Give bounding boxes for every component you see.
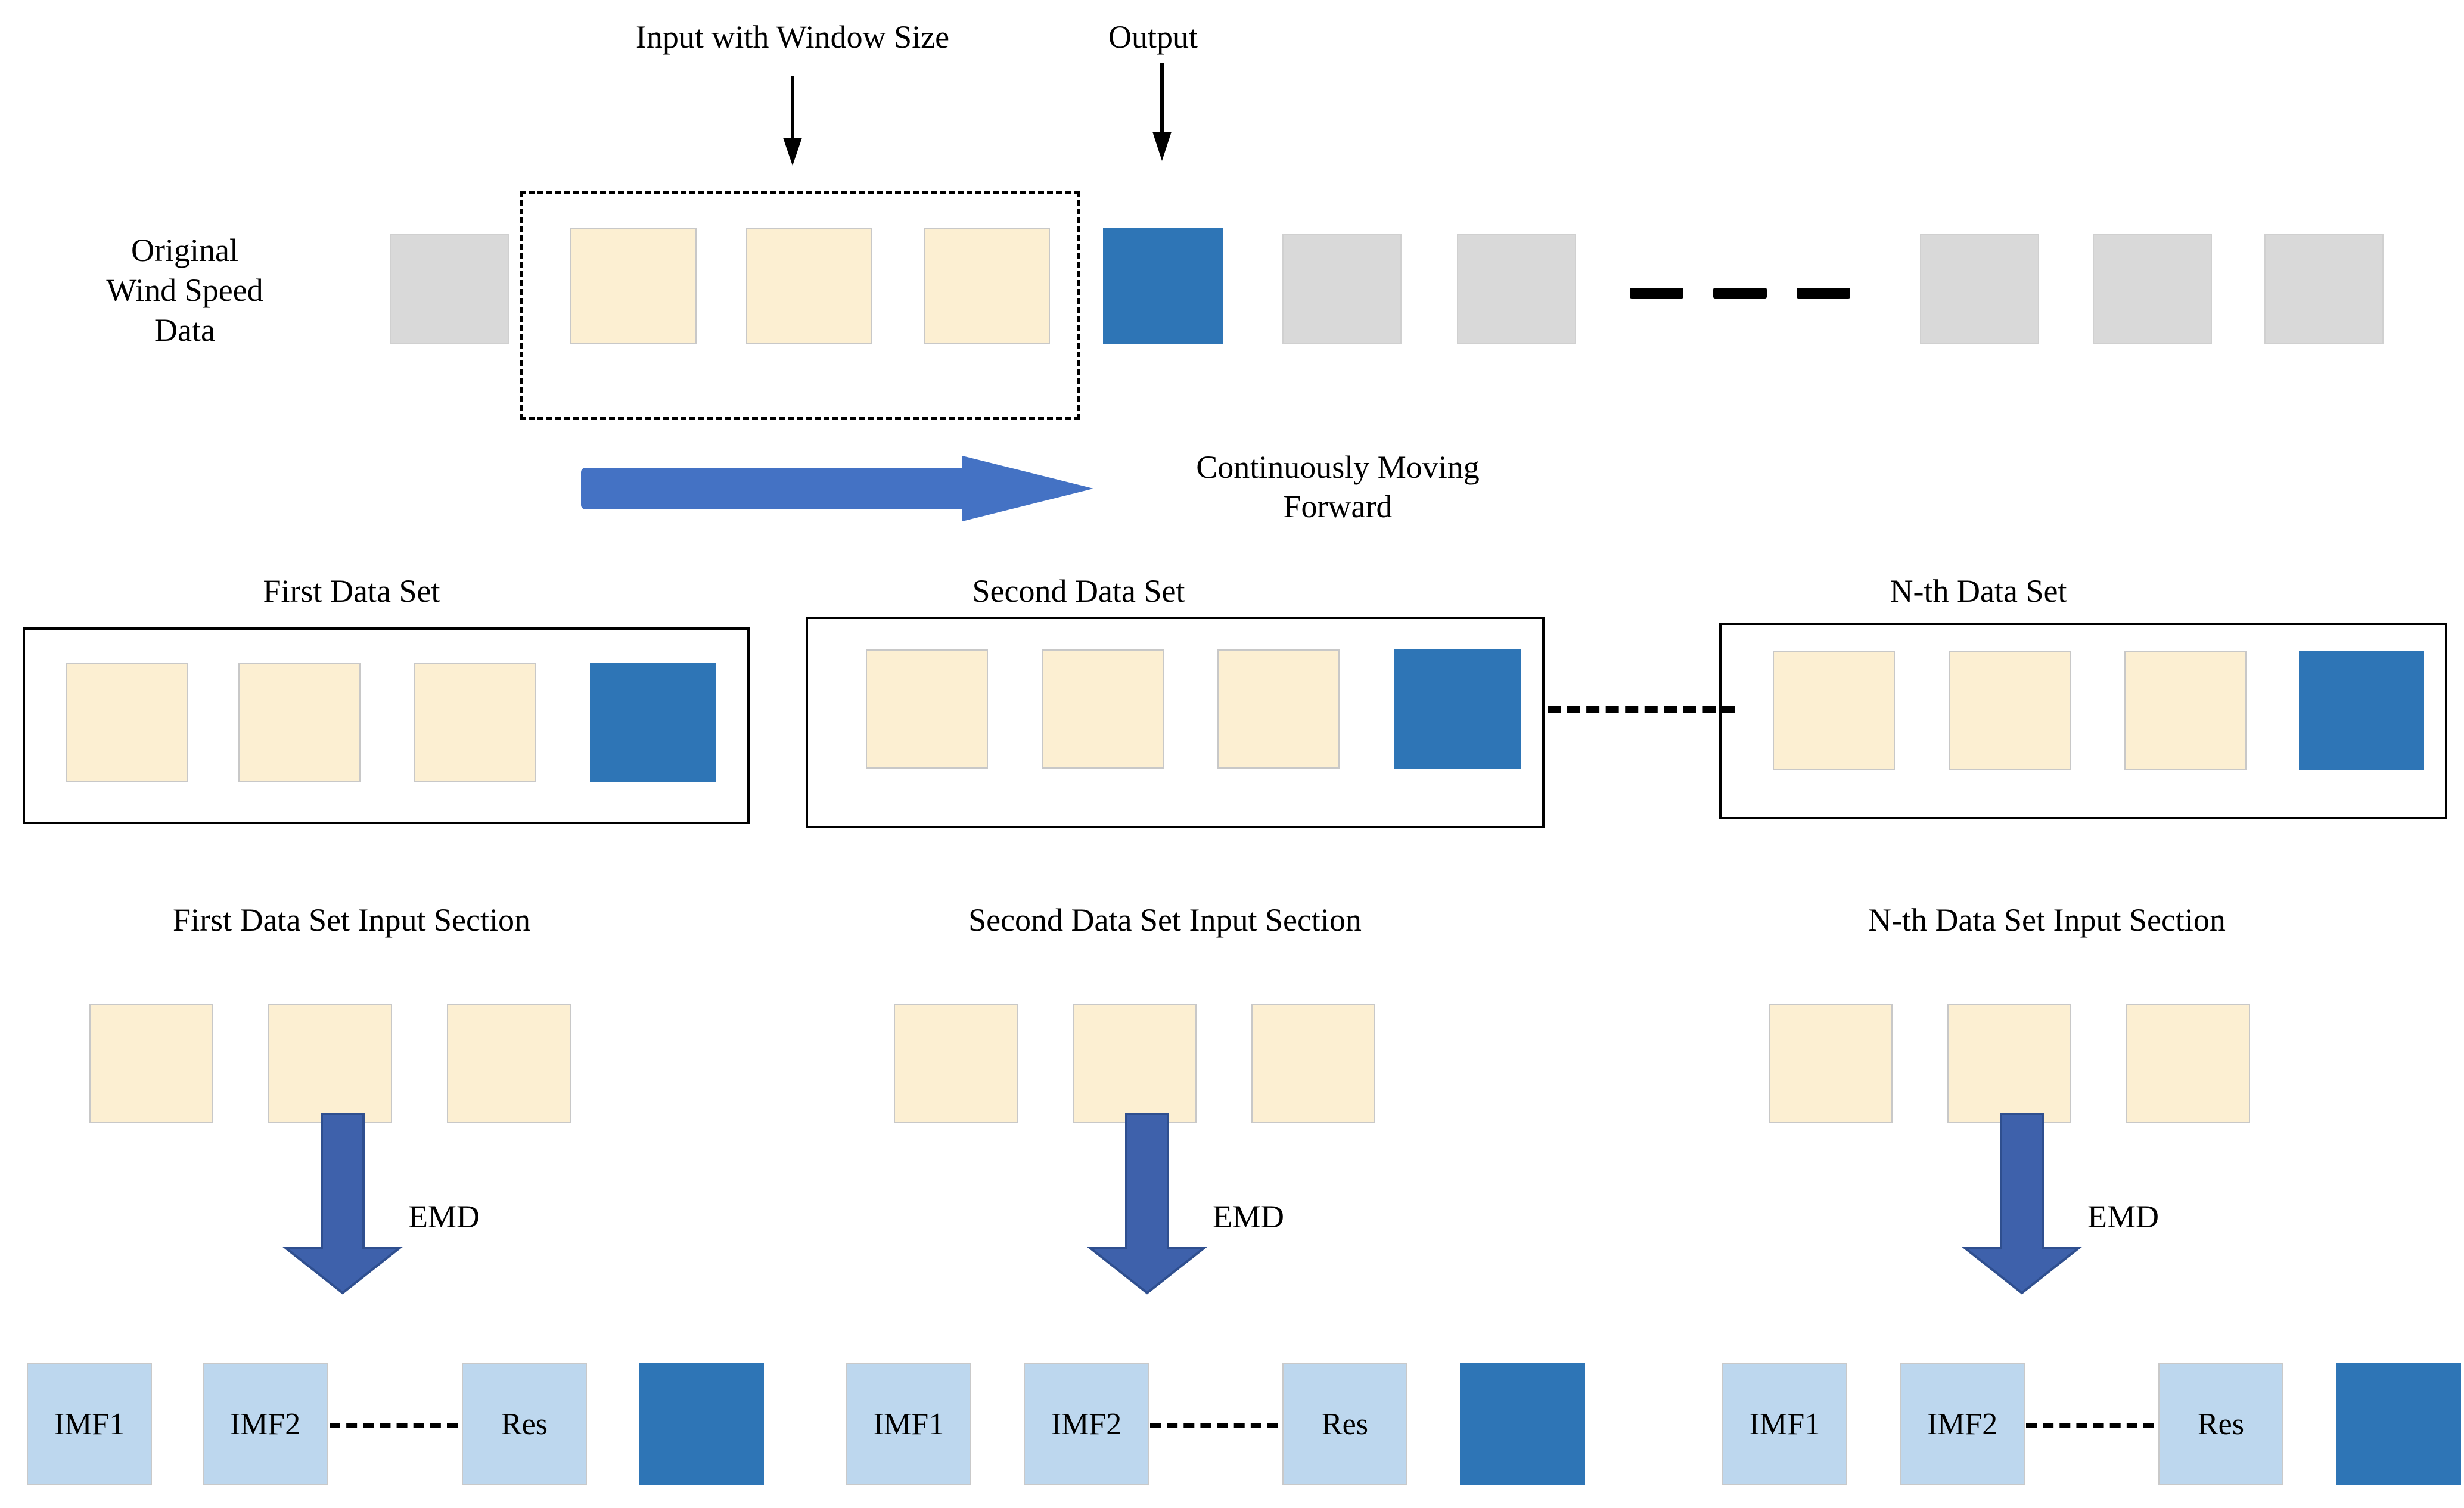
imf-output-block-row2 [1460,1363,1585,1485]
data-set-box-first [23,627,750,824]
annotation-output: Output [1108,19,1198,55]
original-block-10 [2093,234,2212,344]
data-set-second-block-2 [1042,649,1164,769]
input-section-nth-block-1 [1769,1004,1893,1123]
data-set-title-second: Second Data Set [972,573,1185,609]
data-set-second-block-output [1394,649,1521,769]
data-set-nth-block-1 [1773,651,1895,770]
imf-output-block-row1 [639,1363,764,1485]
input-section-first-block-1 [89,1004,213,1123]
input-section-second-block-3 [1251,1004,1375,1123]
data-set-first-block-1 [66,663,188,782]
imf-output-block-row3 [2336,1363,2461,1485]
imf-block-row2-imf1: IMF1 [846,1363,971,1485]
moving-forward-label-line1: Continuously Moving [1196,449,1480,485]
original-block-2 [570,228,697,344]
input-window-arrow-icon [783,76,802,166]
data-set-first-block-3 [414,663,536,782]
imf-block-row3-imf1: IMF1 [1722,1363,1847,1485]
input-section-title-nth: N-th Data Set Input Section [1868,902,2226,938]
output-arrow-icon [1152,63,1172,161]
input-section-title-second: Second Data Set Input Section [968,902,1362,938]
continuously-moving-forward-arrow-icon [581,456,1093,521]
original-data-label-line3: Data [154,312,215,348]
data-set-title-first: First Data Set [263,573,440,609]
input-section-first-block-3 [447,1004,571,1123]
imf-block-row3-imf2: IMF2 [1900,1363,2025,1485]
data-set-nth-block-output [2299,651,2424,770]
imf-block-row1-res: Res [462,1363,587,1485]
imf-connector-dashes-row1 [330,1423,458,1428]
input-section-nth-block-3 [2126,1004,2250,1123]
data-set-connector-dashes [1548,706,1735,713]
data-set-box-nth [1719,623,2447,819]
imf-block-row1-imf2: IMF2 [203,1363,328,1485]
original-block-7 [1457,234,1576,344]
imf-block-row1-imf1: IMF1 [27,1363,152,1485]
input-section-nth-block-2 [1947,1004,2071,1123]
data-set-second-block-1 [866,649,988,769]
input-section-second-block-1 [894,1004,1018,1123]
original-block-output [1103,228,1223,344]
emd-label-second: EMD [1213,1199,1284,1235]
data-set-first-block-2 [238,663,361,782]
moving-forward-label-line2: Forward [1283,489,1393,524]
data-set-nth-block-3 [2124,651,2247,770]
original-block-9 [1920,234,2039,344]
original-block-11 [2264,234,2384,344]
original-data-label-line1: Original [131,232,238,268]
imf-block-row2-res: Res [1282,1363,1407,1485]
input-window-dashed-box [520,191,1080,420]
data-set-title-nth: N-th Data Set [1890,573,2067,609]
emd-arrow-icon-second [1087,1113,1207,1295]
original-block-1 [390,234,509,344]
original-block-6 [1282,234,1402,344]
original-series-ellipsis [1630,288,1850,300]
imf-block-row3-res: Res [2158,1363,2283,1485]
emd-label-nth: EMD [2087,1199,2159,1235]
input-section-second-block-2 [1073,1004,1197,1123]
data-set-nth-block-2 [1949,651,2071,770]
input-section-first-block-2 [268,1004,392,1123]
emd-arrow-icon-first [282,1113,403,1295]
imf-connector-dashes-row2 [1150,1423,1278,1428]
original-block-3 [746,228,872,344]
annotation-input-window-size: Input with Window Size [635,19,950,55]
data-set-box-second [806,617,1545,828]
imf-block-row2-imf2: IMF2 [1024,1363,1149,1485]
data-set-first-block-output [590,663,716,782]
imf-connector-dashes-row3 [2026,1423,2154,1428]
original-block-4 [924,228,1050,344]
original-data-label-line2: Wind Speed [106,272,263,308]
emd-arrow-icon-nth [1962,1113,2082,1295]
input-section-title-first: First Data Set Input Section [173,902,530,938]
data-set-second-block-3 [1217,649,1340,769]
emd-label-first: EMD [408,1199,480,1235]
